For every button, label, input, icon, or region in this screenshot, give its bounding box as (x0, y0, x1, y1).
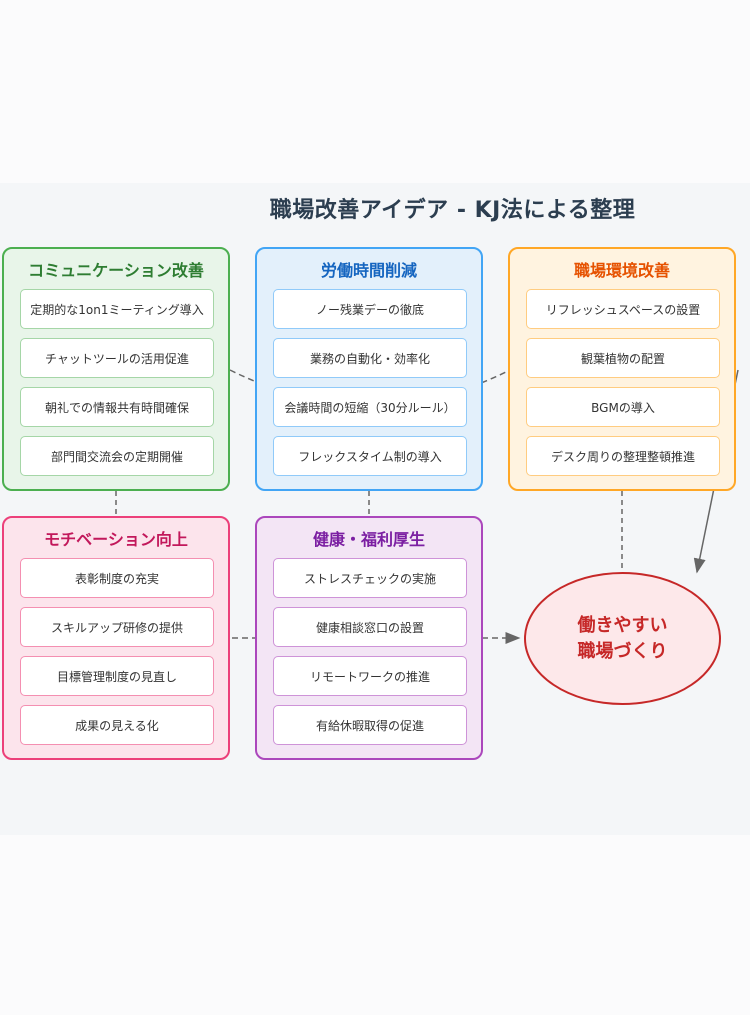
group-health-welfare: 健康・福利厚生 ストレスチェックの実施 健康相談窓口の設置 リモートワークの推進… (255, 516, 483, 760)
idea-card: 有給休暇取得の促進 (273, 705, 467, 745)
idea-card: チャットツールの活用促進 (20, 338, 214, 378)
goal-line-1: 働きやすい (577, 614, 668, 636)
idea-card: 目標管理制度の見直し (20, 656, 214, 696)
goal-line-2: 職場づくり (577, 640, 668, 662)
idea-card: ストレスチェックの実施 (273, 558, 467, 598)
group-title-motivation: モチベーション向上 (44, 530, 188, 549)
group-communication: コミュニケーション改善 定期的な1on1ミーティング導入 チャットツールの活用促… (2, 247, 230, 491)
idea-card: リフレッシュスペースの設置 (526, 289, 720, 329)
idea-card: 成果の見える化 (20, 705, 214, 745)
idea-card: 健康相談窓口の設置 (273, 607, 467, 647)
group-title-communication: コミュニケーション改善 (28, 261, 204, 280)
idea-card: スキルアップ研修の提供 (20, 607, 214, 647)
goal-ellipse: 働きやすい 職場づくり (524, 572, 721, 705)
idea-card: 観葉植物の配置 (526, 338, 720, 378)
idea-card: 定期的な1on1ミーティング導入 (20, 289, 214, 329)
group-motivation: モチベーション向上 表彰制度の充実 スキルアップ研修の提供 目標管理制度の見直し… (2, 516, 230, 760)
idea-card: フレックスタイム制の導入 (273, 436, 467, 476)
group-labor-time: 労働時間削減 ノー残業デーの徹底 業務の自動化・効率化 会議時間の短縮（30分ル… (255, 247, 483, 491)
idea-card: 表彰制度の充実 (20, 558, 214, 598)
idea-card: BGMの導入 (526, 387, 720, 427)
group-environment: 職場環境改善 リフレッシュスペースの設置 観葉植物の配置 BGMの導入 デスク周… (508, 247, 736, 491)
idea-card: リモートワークの推進 (273, 656, 467, 696)
idea-card: ノー残業デーの徹底 (273, 289, 467, 329)
idea-card: 会議時間の短縮（30分ルール） (273, 387, 467, 427)
idea-card: 部門間交流会の定期開催 (20, 436, 214, 476)
diagram-title: 職場改善アイデア - KJ法による整理 (269, 198, 636, 223)
idea-card: 業務の自動化・効率化 (273, 338, 467, 378)
group-title-health-welfare: 健康・福利厚生 (312, 530, 425, 549)
idea-card: 朝礼での情報共有時間確保 (20, 387, 214, 427)
group-title-environment: 職場環境改善 (573, 261, 670, 280)
idea-card: デスク周りの整理整頓推進 (526, 436, 720, 476)
group-title-labor-time: 労働時間削減 (320, 261, 417, 280)
